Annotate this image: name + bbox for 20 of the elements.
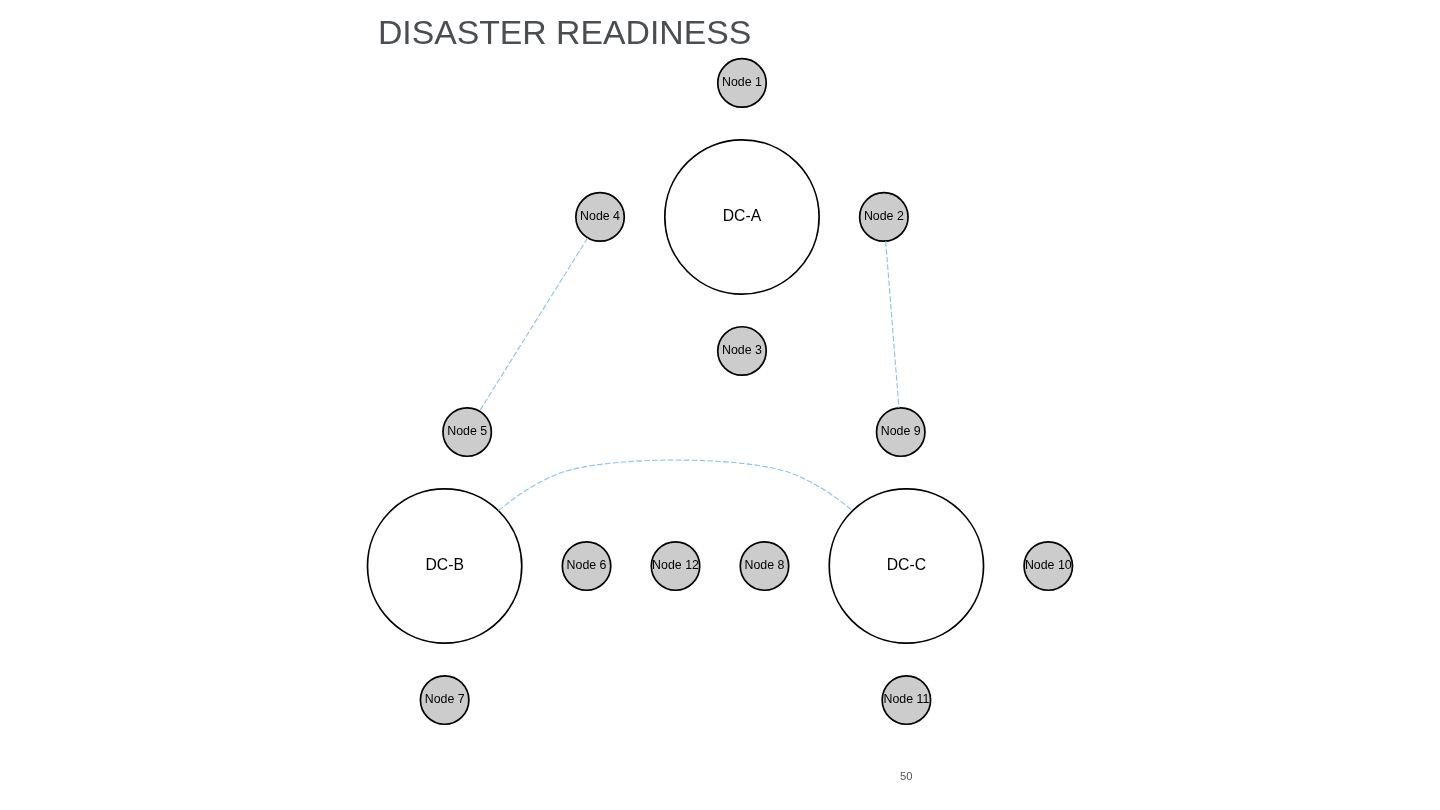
node-circle: Node 12	[650, 541, 701, 592]
node-circle: Node 3	[716, 325, 767, 376]
node-circle: Node 9	[875, 406, 926, 458]
node-circle: Node 4	[575, 191, 626, 242]
label: 50	[900, 770, 913, 783]
connector	[885, 240, 900, 409]
node-circle: Node 8	[739, 541, 790, 592]
node-circle: Node 6	[561, 541, 612, 592]
connector	[498, 459, 854, 512]
node-circle: Node 10	[1023, 541, 1074, 592]
connector	[479, 237, 589, 412]
node-circle: Node 2	[858, 191, 909, 242]
node-circle: Node 11	[881, 675, 932, 726]
node-circle: Node 7	[419, 675, 470, 726]
node-circle: DC-A	[663, 138, 820, 295]
node-circle: Node 1	[716, 57, 767, 108]
node-circle: DC-B	[366, 488, 523, 645]
node-circle: Node 5	[442, 406, 493, 458]
diagram-title: DISASTER READINESS	[377, 13, 752, 52]
node-circle: DC-C	[828, 488, 985, 645]
